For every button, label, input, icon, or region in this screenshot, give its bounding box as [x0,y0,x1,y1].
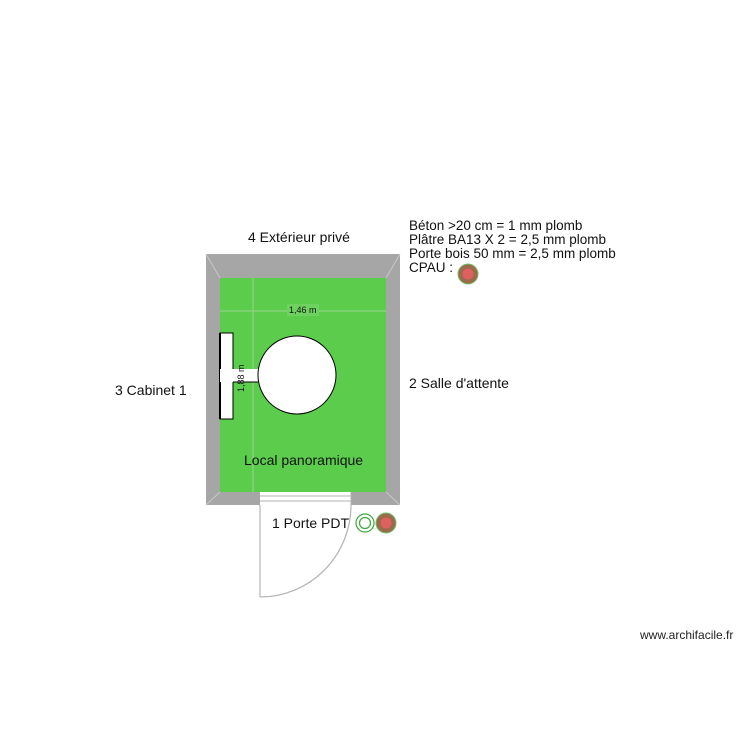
dimension-width: 1,46 m [289,305,317,315]
adjacent-right-label: 2 Salle d'attente [409,375,509,391]
room-name: Local panoramique [244,452,364,468]
legend: Béton >20 cm = 1 mm plomb Plâtre BA13 X … [409,219,616,275]
legend-line-cpau: CPAU : [409,260,454,275]
watermark[interactable]: www.archifacile.fr [640,628,734,642]
panoramic-arm[interactable] [220,369,258,382]
adjacent-top-label: 4 Extérieur privé [248,229,350,245]
door-marker-green [355,513,375,533]
adjacent-left-label: 3 Cabinet 1 [115,382,187,398]
panoramic-head[interactable] [257,335,337,415]
legend-line-door: Porte bois 50 mm = 2,5 mm plomb [409,246,616,261]
legend-line-concrete: Béton >20 cm = 1 mm plomb [409,218,583,233]
dimension-height: 1,88 m [236,364,246,392]
door-swing-arc [259,504,352,598]
door-opening[interactable] [260,492,351,505]
adjacent-bottom-label: 1 Porte PDT [272,515,350,531]
legend-line-plaster: Plâtre BA13 X 2 = 2,5 mm plomb [409,232,606,247]
